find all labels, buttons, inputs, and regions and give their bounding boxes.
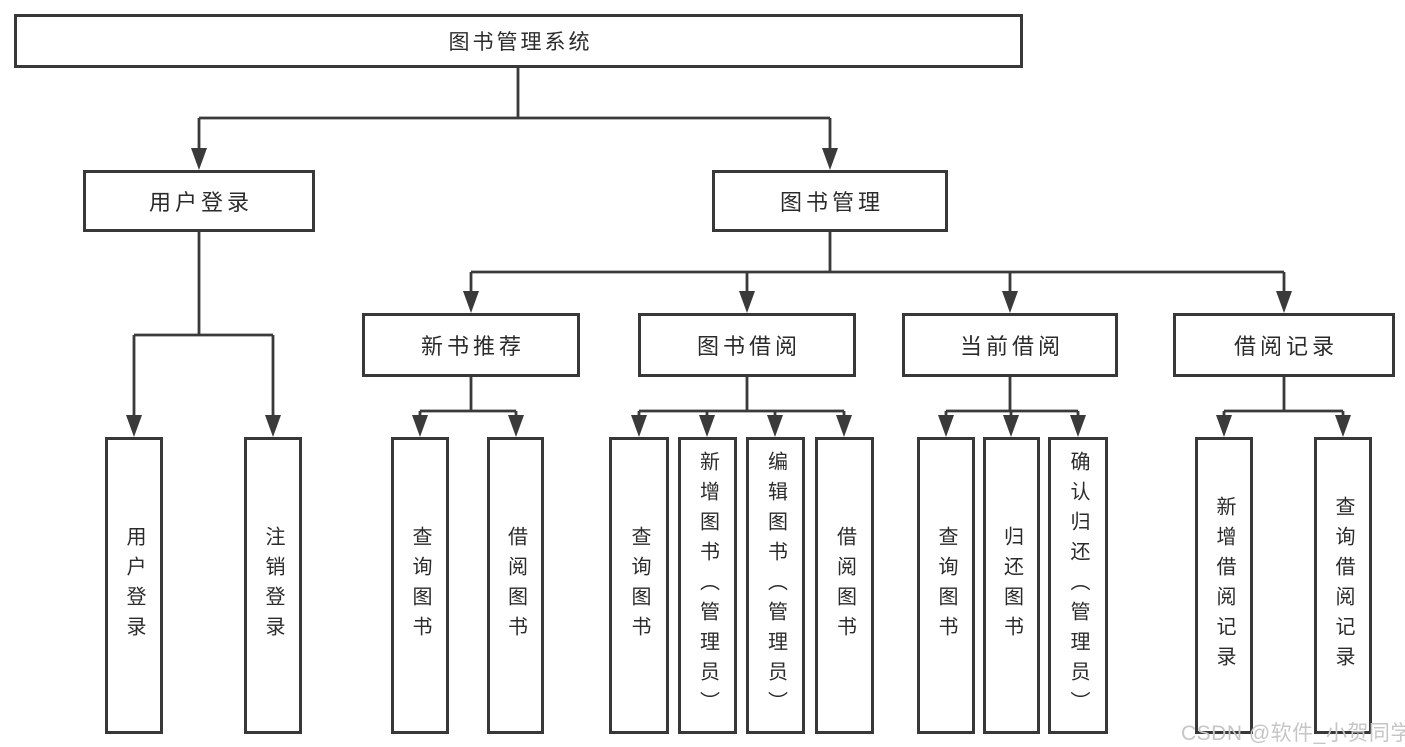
leaf-br-add-record-label: 新增借阅记录 <box>1213 495 1235 676</box>
leaf-logout-label: 注销登录 <box>262 525 284 646</box>
leaf-nbr-query-books: 查询图书 <box>391 437 449 734</box>
node-current-borrow: 当前借阅 <box>902 313 1118 377</box>
node-user-login-branch-label: 用户登录 <box>148 190 253 215</box>
node-book-borrow: 图书借阅 <box>638 313 856 377</box>
leaf-cb-confirm-return-admin-label: 确认归还（管理员） <box>1067 450 1089 721</box>
leaf-bb-borrow-books-label: 借阅图书 <box>833 525 856 646</box>
leaf-bb-add-books-admin: 新增图书（管理员） <box>678 437 737 734</box>
leaf-br-add-record: 新增借阅记录 <box>1195 437 1253 734</box>
leaf-user-login-label: 用户登录 <box>123 525 145 646</box>
leaf-cb-confirm-return-admin: 确认归还（管理员） <box>1048 437 1108 734</box>
leaf-user-login: 用户登录 <box>105 437 163 734</box>
node-user-login-branch: 用户登录 <box>83 170 315 232</box>
node-borrow-record: 借阅记录 <box>1173 313 1395 377</box>
node-book-mgmt-branch-label: 图书管理 <box>779 190 884 215</box>
leaf-br-query-record: 查询借阅记录 <box>1314 437 1372 734</box>
node-new-book-rec-label: 新书推荐 <box>420 334 525 359</box>
leaf-bb-edit-books-admin: 编辑图书（管理员） <box>746 437 805 734</box>
csdn-watermark: CSDN @软件_小贺同学 <box>1181 722 1405 745</box>
leaf-nbr-borrow-books-label: 借阅图书 <box>504 525 527 646</box>
leaf-cb-query-books: 查询图书 <box>917 437 975 734</box>
leaf-bb-borrow-books: 借阅图书 <box>815 437 874 734</box>
leaf-nbr-borrow-books: 借阅图书 <box>487 437 544 734</box>
node-root-label: 图书管理系统 <box>448 31 593 54</box>
node-new-book-rec: 新书推荐 <box>362 313 580 377</box>
leaf-nbr-query-books-label: 查询图书 <box>409 525 431 646</box>
leaf-cb-return-books: 归还图书 <box>983 437 1040 734</box>
leaf-cb-query-books-label: 查询图书 <box>935 525 957 646</box>
leaf-bb-edit-books-admin-label: 编辑图书（管理员） <box>764 450 787 721</box>
leaf-br-query-record-label: 查询借阅记录 <box>1332 495 1354 676</box>
node-root: 图书管理系统 <box>14 14 1023 68</box>
leaf-cb-return-books-label: 归还图书 <box>1000 525 1023 646</box>
node-current-borrow-label: 当前借阅 <box>959 334 1064 359</box>
node-borrow-record-label: 借阅记录 <box>1233 334 1338 359</box>
leaf-logout: 注销登录 <box>244 437 302 734</box>
leaf-bb-query-books: 查询图书 <box>609 437 669 734</box>
node-book-mgmt-branch: 图书管理 <box>712 170 948 232</box>
leaf-bb-query-books-label: 查询图书 <box>628 525 650 646</box>
node-book-borrow-label: 图书借阅 <box>696 334 801 359</box>
leaf-bb-add-books-admin-label: 新增图书（管理员） <box>696 450 719 721</box>
